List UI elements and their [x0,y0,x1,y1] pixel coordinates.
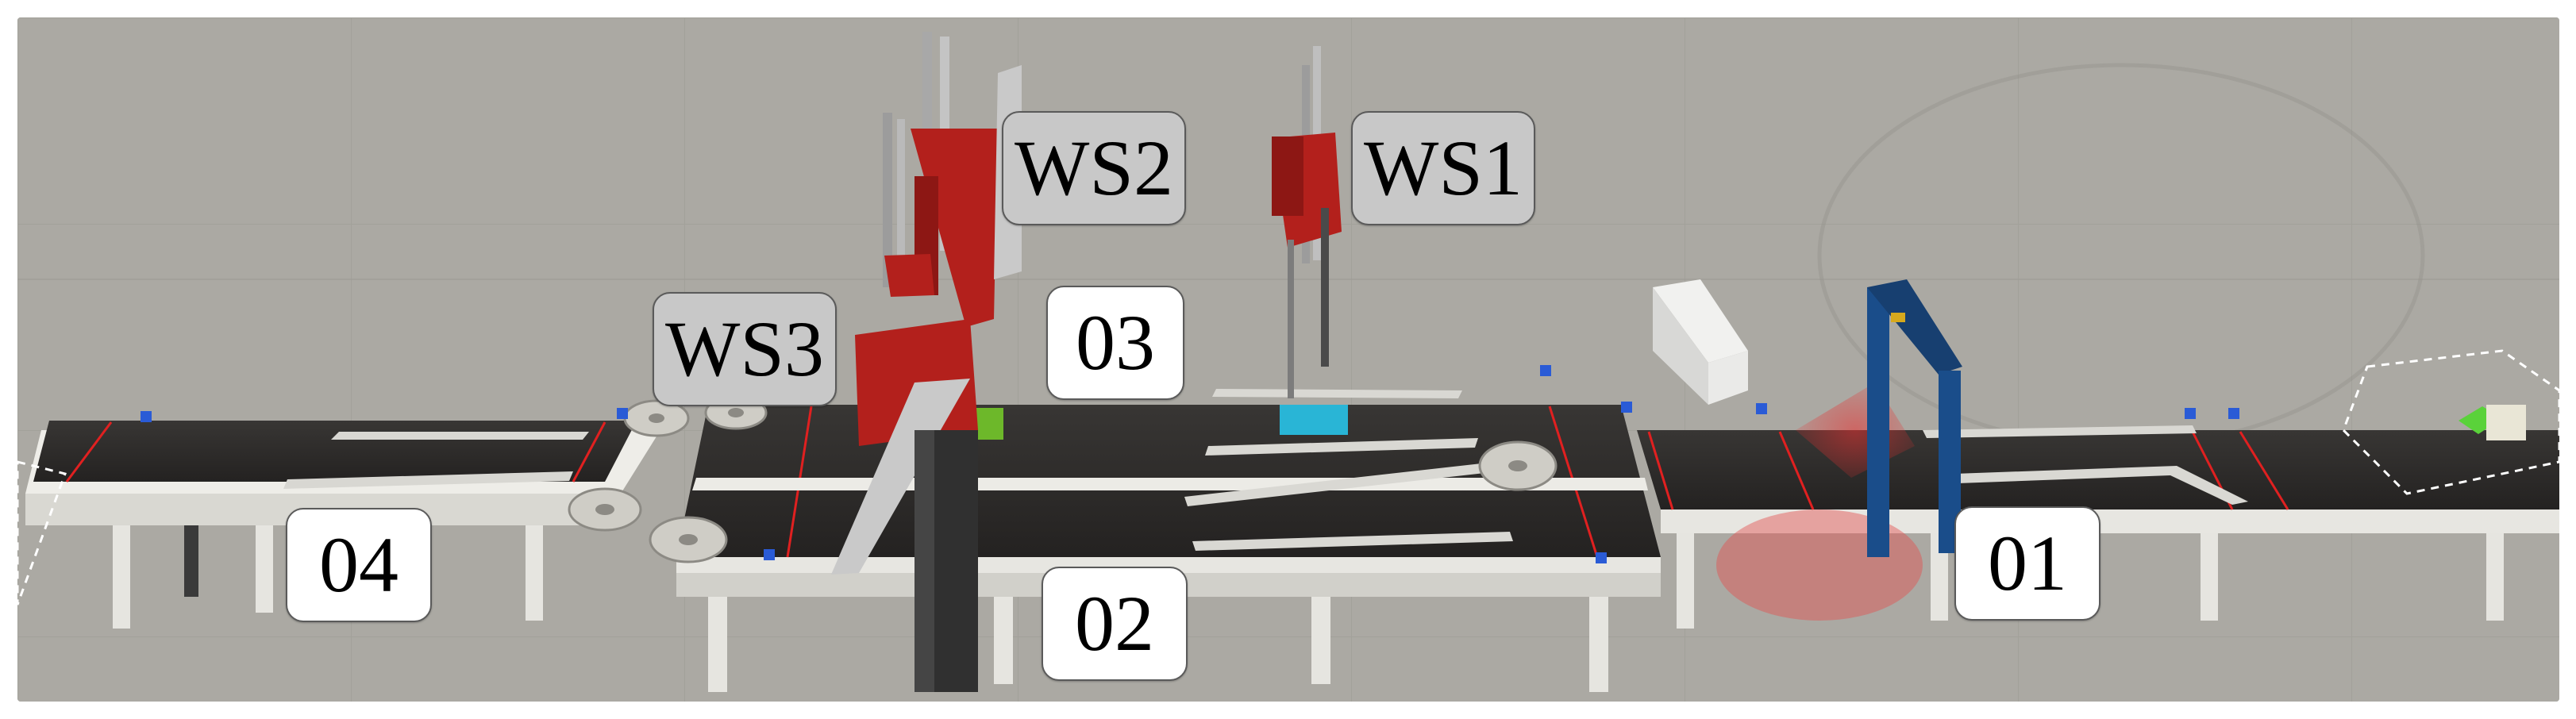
conveyor-03-label: 03 [1046,286,1184,400]
robot-ws1 [1272,46,1342,398]
cyan-box[interactable] [1280,405,1348,435]
ws2-label-text: WS2 [1015,124,1173,212]
ws3-label: WS3 [653,292,837,406]
conveyor-scene [17,17,2559,702]
conveyor-03-label-text: 03 [1076,298,1155,386]
control-cabinet [1653,279,1748,405]
conveyor-01-label: 01 [1954,506,2100,621]
conveyor-01-label-text: 01 [1988,519,2067,607]
laser-field [1716,509,1923,621]
ws3-label-text: WS3 [665,305,824,393]
ws1-label-text: WS1 [1364,124,1523,212]
conveyor-04-label: 04 [286,508,432,622]
robot-ws3 [831,319,978,692]
ws2-label: WS2 [1002,111,1186,225]
ws1-label: WS1 [1351,111,1535,225]
conveyor-04-label-text: 04 [319,521,399,609]
sensors [141,365,2239,563]
conveyor-02-label: 02 [1042,567,1188,681]
conveyor-02-label-text: 02 [1075,579,1154,667]
scanner-gate [1867,279,1962,557]
simulation-viewport[interactable]: WS2 WS1 WS3 03 04 02 01 [17,17,2559,702]
